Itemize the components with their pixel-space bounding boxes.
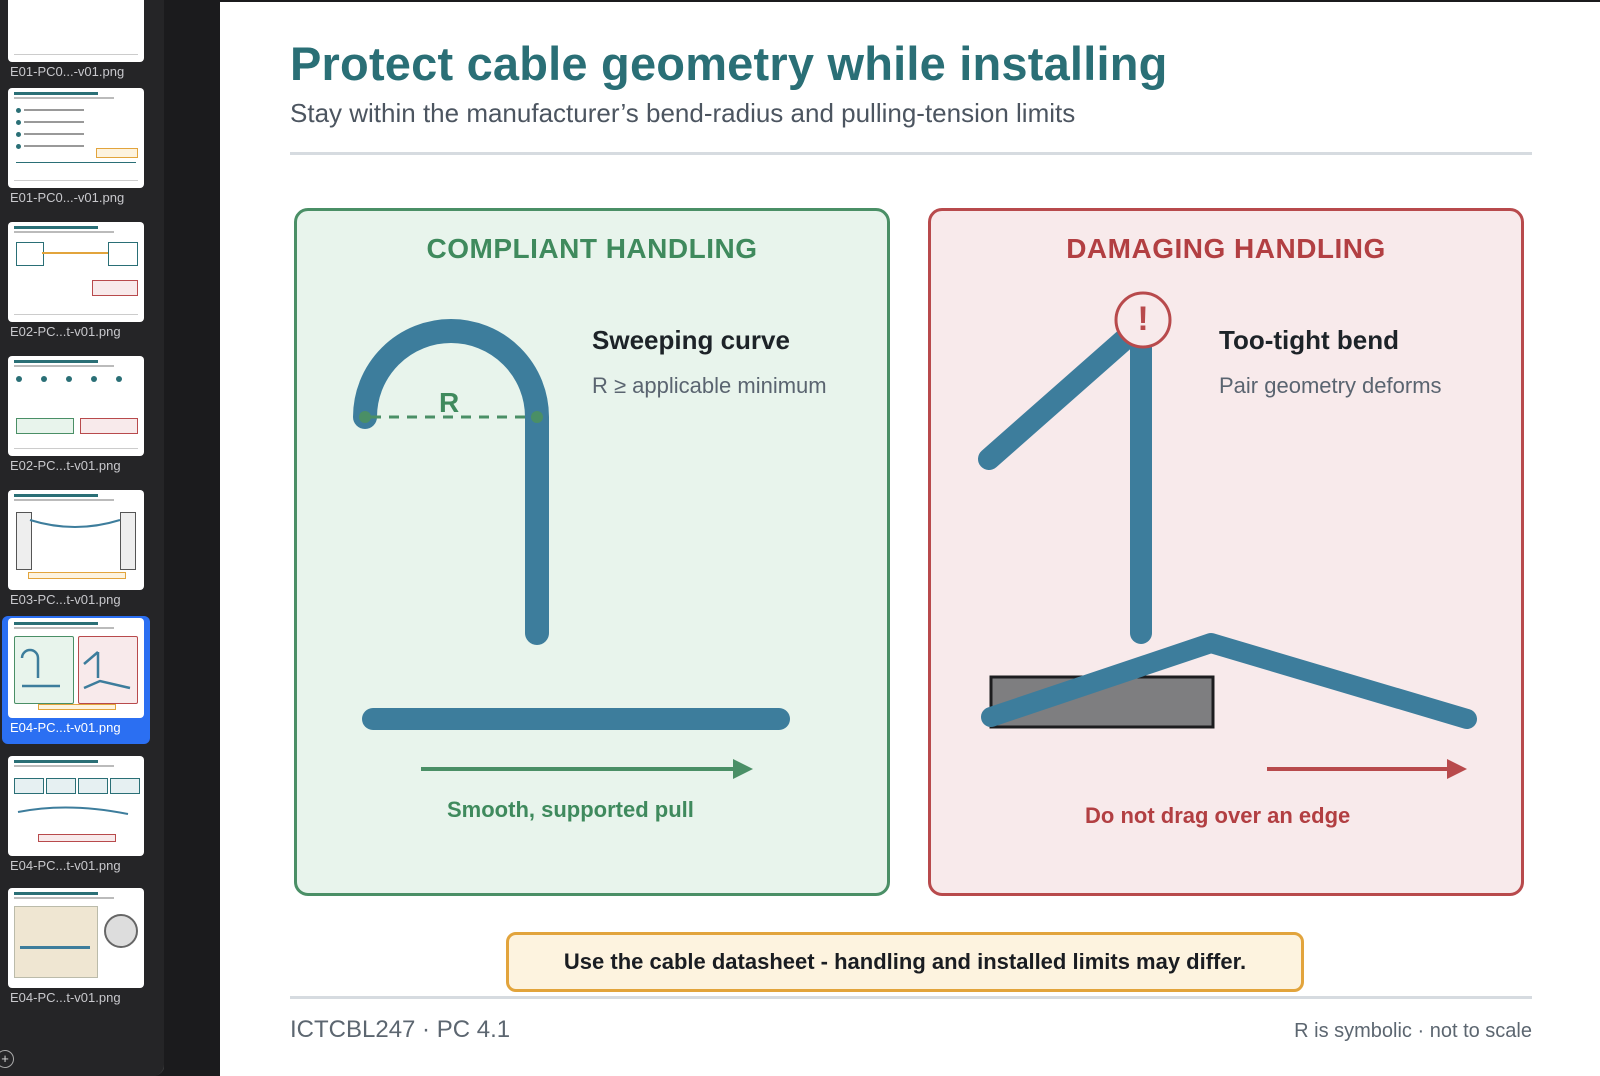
thumbnail-image <box>8 88 144 188</box>
damaging-diagram <box>978 291 1477 779</box>
page-thumbnail[interactable]: E04-PC...t-v01.png <box>2 886 150 1010</box>
thumbnail-label: E04-PC...t-v01.png <box>10 720 121 735</box>
thumbnail-label: E01-PC0...-v01.png <box>10 190 125 205</box>
page-thumbnail[interactable]: E03-PC...t-v01.png <box>2 488 150 612</box>
page-thumbnail[interactable]: E02-PC...t-v01.png <box>2 220 150 344</box>
slide-canvas: Protect cable geometry while installing … <box>220 2 1600 1076</box>
dragged-cable <box>981 633 1477 729</box>
sweeping-curve-cable <box>353 319 549 645</box>
page-thumbnail[interactable]: E04-PC...t-v01.png <box>2 616 150 744</box>
page-thumbnail[interactable]: E04-PC...t-v01.png <box>2 754 150 878</box>
sweeping-curve-title: Sweeping curve <box>592 325 790 355</box>
too-tight-bend-subtitle: Pair geometry deforms <box>1219 373 1442 398</box>
slide-subtitle: Stay within the manufacturer’s bend-radi… <box>290 98 1076 128</box>
thumbnail-image <box>8 490 144 590</box>
thumbnail-label: E02-PC...t-v01.png <box>10 324 121 339</box>
radius-label: R <box>439 387 460 418</box>
slide-title: Protect cable geometry while installing <box>290 37 1168 90</box>
pull-arrowhead <box>733 759 753 779</box>
footer-note: R is symbolic · not to scale <box>1294 1020 1532 1042</box>
thumbnail-label: E01-PC0...-v01.png <box>10 64 125 79</box>
tight-bend-cable-diagonal <box>978 314 1152 470</box>
bottom-divider <box>290 996 1532 999</box>
thumbnail-label: E04-PC...t-v01.png <box>10 990 121 1005</box>
thumbnail-image <box>8 618 144 718</box>
too-tight-bend-title: Too-tight bend <box>1219 325 1400 355</box>
warning-circle <box>1114 291 1172 349</box>
compliant-heading: COMPLIANT HANDLING <box>426 233 758 264</box>
damaging-caption: Do not drag over an edge <box>1085 803 1351 828</box>
drag-arrowhead <box>1447 759 1467 779</box>
thumbnail-label: E03-PC...t-v01.png <box>10 592 121 607</box>
thumbnail-image <box>8 222 144 322</box>
thumbnail-image <box>8 756 144 856</box>
radius-endpoint-right <box>531 411 543 423</box>
warning-icon: ! <box>1137 300 1149 338</box>
thumbnail-label: E04-PC...t-v01.png <box>10 858 121 873</box>
thumbnail-label: E02-PC...t-v01.png <box>10 458 121 473</box>
page-thumbnail[interactable]: E01-PC0...-v01.png <box>2 0 150 84</box>
footer-unit-code: ICTCBL247 · PC 4.1 <box>290 1016 511 1043</box>
thumbnail-image <box>8 888 144 988</box>
viewer-gutter <box>164 0 220 1076</box>
sweeping-curve-subtitle: R ≥ applicable minimum <box>592 373 827 398</box>
damaging-handling-panel: DAMAGING HANDLING ! Too-tight bend Pair … <box>928 208 1524 896</box>
top-divider <box>290 152 1532 155</box>
damaging-heading: DAMAGING HANDLING <box>1066 233 1386 264</box>
thumbnail-image <box>8 0 144 62</box>
thumbnail-image <box>8 356 144 456</box>
radius-endpoint-left <box>359 411 371 423</box>
compliant-handling-panel: COMPLIANT HANDLING R Sweeping curve R ≥ … <box>294 208 890 896</box>
page-thumbnail[interactable]: E01-PC0...-v01.png <box>2 86 150 210</box>
add-page-icon[interactable]: + <box>0 1050 14 1068</box>
page-thumbnail[interactable]: E02-PC...t-v01.png <box>2 354 150 478</box>
datasheet-note: Use the cable datasheet - handling and i… <box>506 932 1304 992</box>
compliant-caption: Smooth, supported pull <box>447 797 694 822</box>
compliant-diagram <box>353 319 790 779</box>
